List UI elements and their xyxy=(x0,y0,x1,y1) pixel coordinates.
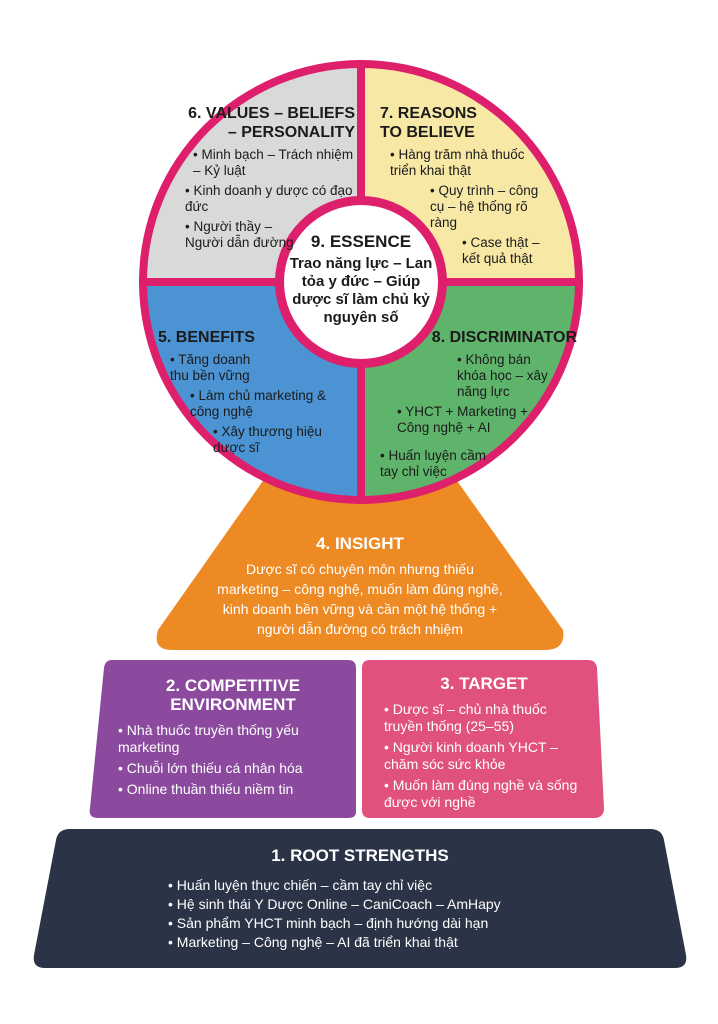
root-item: Huấn luyện thực chiến – cầm tay chỉ việc xyxy=(168,877,560,894)
reasons-title: 7. REASONS TO BELIEVE xyxy=(380,105,477,141)
benefits-item: Làm chủ marketing & công nghệ xyxy=(158,388,328,420)
competitive-item: Nhà thuốc truyền thống yếu marketing xyxy=(118,722,348,756)
root-title: 1. ROOT STRENGTHS xyxy=(271,846,449,865)
reasons-item: Hàng trăm nhà thuốc triển khai thật xyxy=(380,147,530,179)
reasons-item: Case thật – kết quả thật xyxy=(380,235,555,267)
reasons-item: Quy trình – công cụ – hệ thống rõ ràng xyxy=(380,183,555,231)
values-item: Người thầy – Người dẫn đường xyxy=(185,219,305,251)
discriminator-section: 8. DISCRIMINATOR Không bán khóa học – xâ… xyxy=(372,328,577,484)
target-section: 3. TARGET Dược sĩ – chủ nhà thuốc truyền… xyxy=(384,674,584,815)
competitive-item: Online thuần thiếu niềm tin xyxy=(118,781,348,798)
reasons-section: 7. REASONS TO BELIEVE Hàng trăm nhà thuố… xyxy=(380,104,555,271)
essence-section: 9. ESSENCE Trao năng lực – Lan tỏa y đức… xyxy=(285,232,437,327)
essence-text: Trao năng lực – Lan tỏa y đức – Giúp dượ… xyxy=(289,255,433,326)
insight-section: 4. INSIGHT Dược sĩ có chuyên môn nhưng t… xyxy=(215,534,505,639)
competitive-section: 2. COMPETITIVE ENVIRONMENT Nhà thuốc tru… xyxy=(118,676,348,802)
values-item: Minh bạch – Trách nhiệm – Kỷ luật xyxy=(185,147,355,179)
root-item: Hệ sinh thái Y Dược Online – CaniCoach –… xyxy=(168,896,560,913)
discriminator-title: 8. DISCRIMINATOR xyxy=(431,329,577,346)
target-item: Người kinh doanh YHCT – chăm sóc sức khỏ… xyxy=(384,739,584,773)
target-item: Muốn làm đúng nghề và sống được với nghề xyxy=(384,777,584,811)
insight-shape xyxy=(156,478,564,650)
benefits-title: 5. BENEFITS xyxy=(158,329,255,346)
root-item: Sản phẩm YHCT minh bạch – định hướng dài… xyxy=(168,915,560,932)
competitive-title: 2. COMPETITIVE ENVIRONMENT xyxy=(165,676,301,714)
discriminator-item: Huấn luyện cầm tay chỉ việc xyxy=(380,448,500,480)
values-title: 6. VALUES – BELIEFS – PERSONALITY xyxy=(188,105,355,141)
root-item: Marketing – Công nghệ – AI đã triển khai… xyxy=(168,934,560,951)
essence-title: 9. ESSENCE xyxy=(310,232,412,251)
competitive-item: Chuỗi lớn thiếu cá nhân hóa xyxy=(118,760,348,777)
discriminator-item: YHCT + Marketing + Công nghệ + AI xyxy=(397,404,537,436)
benefits-item: Tăng doanh thu bền vững xyxy=(158,352,268,384)
insight-text: Dược sĩ có chuyên môn nhưng thiếu market… xyxy=(217,561,503,637)
target-title: 3. TARGET xyxy=(440,674,528,693)
discriminator-item: Không bán khóa học – xây năng lực xyxy=(457,352,557,400)
values-item: Kinh doanh y dược có đạo đức xyxy=(185,183,355,215)
root-section: 1. ROOT STRENGTHS Huấn luyện thực chiến … xyxy=(160,846,560,953)
benefits-section: 5. BENEFITS Tăng doanh thu bền vững Làm … xyxy=(158,328,328,460)
insight-title: 4. INSIGHT xyxy=(316,534,404,553)
target-item: Dược sĩ – chủ nhà thuốc truyền thống (25… xyxy=(384,701,584,735)
values-section: 6. VALUES – BELIEFS – PERSONALITY Minh b… xyxy=(185,104,355,255)
benefits-item: Xây thương hiệu dược sĩ xyxy=(158,424,328,456)
